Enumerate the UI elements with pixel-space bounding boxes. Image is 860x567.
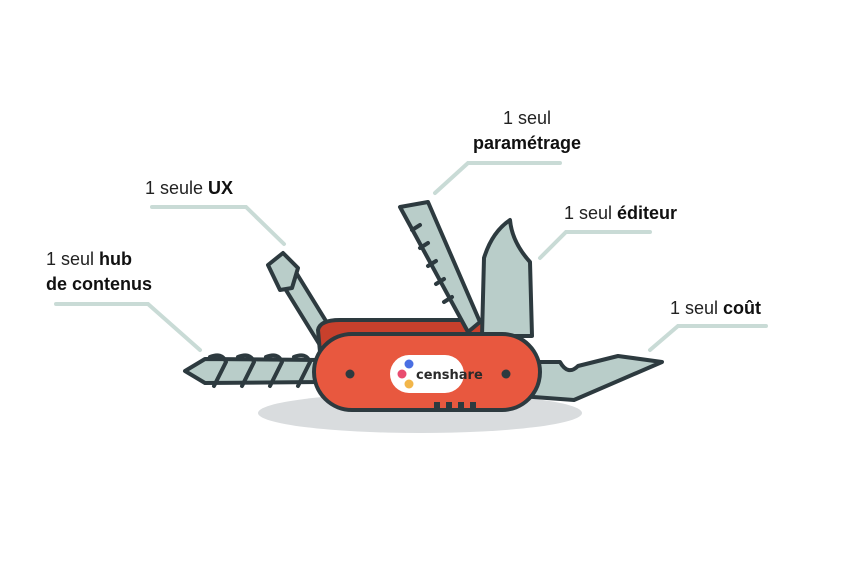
label-hub-bold-1: hub — [99, 249, 133, 269]
label-ux: 1 seule UX — [145, 176, 233, 201]
label-editeur-prefix: 1 seul — [564, 203, 618, 223]
label-parametrage: 1 seul paramétrage — [452, 106, 602, 156]
leader-line-parametrage — [433, 161, 562, 195]
knife-blade-icon — [480, 218, 534, 338]
leader-line-cout — [648, 324, 768, 352]
label-cout-prefix: 1 seul — [670, 298, 724, 318]
label-parametrage-bold: paramétrage — [472, 133, 582, 153]
label-cout-bold: coût — [723, 298, 762, 318]
label-parametrage-prefix: 1 seul — [502, 108, 552, 128]
leader-lines — [54, 161, 768, 352]
censhare-logo-icon: censhare — [390, 355, 483, 393]
saw-blade-icon — [398, 200, 482, 334]
label-hub-bold-2: de contenus — [46, 274, 153, 294]
logo-text: censhare — [416, 368, 483, 383]
label-hub-prefix: 1 seul — [46, 249, 100, 269]
can-opener-icon — [518, 354, 664, 402]
label-editeur-bold: éditeur — [617, 203, 678, 223]
leader-line-ux — [150, 205, 286, 246]
corkscrew-icon — [183, 353, 322, 388]
leader-line-editeur — [538, 230, 652, 260]
label-cout: 1 seul coût — [670, 296, 761, 321]
label-ux-prefix: 1 seule — [145, 178, 209, 198]
leader-line-hub — [54, 302, 202, 352]
label-ux-bold: UX — [208, 178, 234, 198]
label-editeur: 1 seul éditeur — [564, 201, 677, 226]
label-hub: 1 seul hub de contenus — [46, 247, 152, 297]
